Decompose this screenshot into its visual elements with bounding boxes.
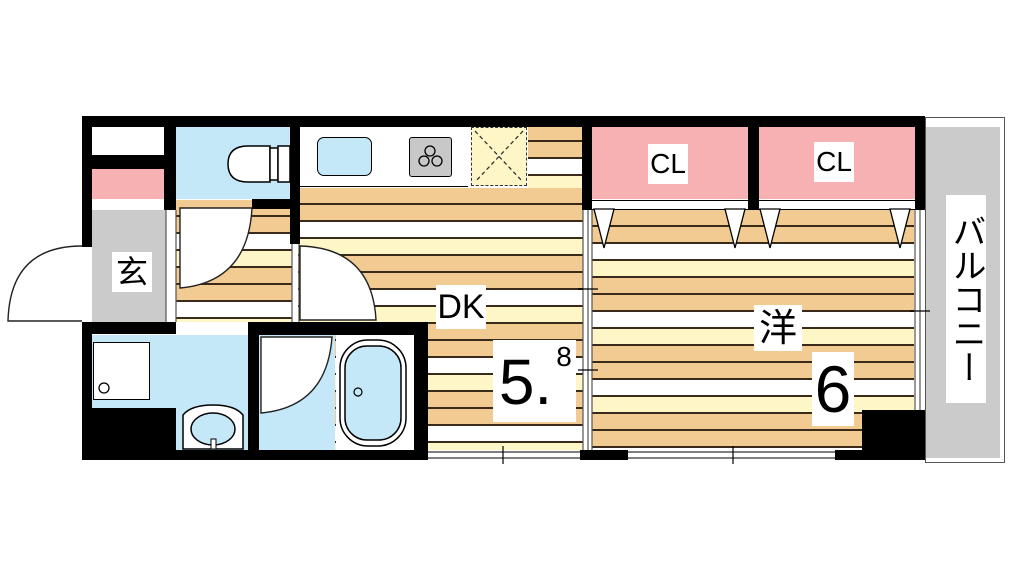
bath-door-icon[interactable]: [259, 336, 337, 417]
toilet-door-icon[interactable]: [178, 207, 258, 290]
western-floor: [592, 210, 914, 450]
dk-label: DK: [436, 285, 486, 329]
front-door-icon[interactable]: [0, 245, 84, 323]
western-label: 洋: [754, 305, 802, 351]
wall-bath-right: [414, 322, 428, 460]
western-size: 6: [812, 352, 854, 426]
washbasin-icon: [182, 404, 244, 450]
dk-door-icon[interactable]: [299, 244, 380, 322]
balcony-label: バルコニー: [946, 195, 986, 403]
closet-2-label: CL: [814, 142, 854, 182]
wall-top: [82, 116, 924, 127]
wall-bottom-right: [835, 450, 865, 460]
wall-bottom-mid: [580, 450, 628, 460]
dk-size: 5.: [498, 346, 553, 418]
sink-icon: [317, 137, 372, 176]
washroom-floor-block: [92, 408, 176, 452]
kitchen-right-floor: [528, 125, 583, 188]
dk-size-box: [493, 340, 576, 422]
wall-toilet-bottom-right: [252, 199, 300, 209]
shoe-storage: [92, 127, 164, 155]
dk-size-decimal: 8: [556, 341, 572, 372]
wall-wet-top: [248, 322, 428, 335]
wall-right-top: [915, 116, 925, 210]
closet-1-door-track: [592, 200, 748, 210]
wall-left-top: [82, 116, 92, 247]
wall-toilet-right: [290, 116, 300, 244]
wall-storage-divider: [92, 155, 164, 169]
wall-bath-divider: [248, 335, 259, 460]
wall-closet-middle: [748, 116, 759, 210]
closet-1-label: CL: [648, 144, 688, 184]
wall-left-bottom: [82, 322, 92, 460]
wall-bath-divider-lower: [248, 411, 259, 460]
stove-icon: [409, 137, 452, 177]
wall-storage-right: [164, 116, 176, 210]
wall-entrance-bottom: [82, 322, 176, 334]
entrance-label: 玄: [112, 252, 152, 292]
pillar-bottom-right: [862, 410, 922, 460]
toilet-icon: [227, 145, 291, 183]
refrigerator-space-icon: [474, 130, 524, 183]
drain-icon: [98, 382, 110, 394]
closet-2-door-track: [759, 200, 915, 210]
wall-closet-left: [582, 116, 592, 210]
burner-icon: [418, 145, 443, 167]
wall-bottom-left: [82, 450, 428, 460]
closet-door-swing-icons: [593, 208, 911, 249]
bathtub-icon: [339, 339, 407, 447]
storage-pink: [92, 169, 164, 199]
